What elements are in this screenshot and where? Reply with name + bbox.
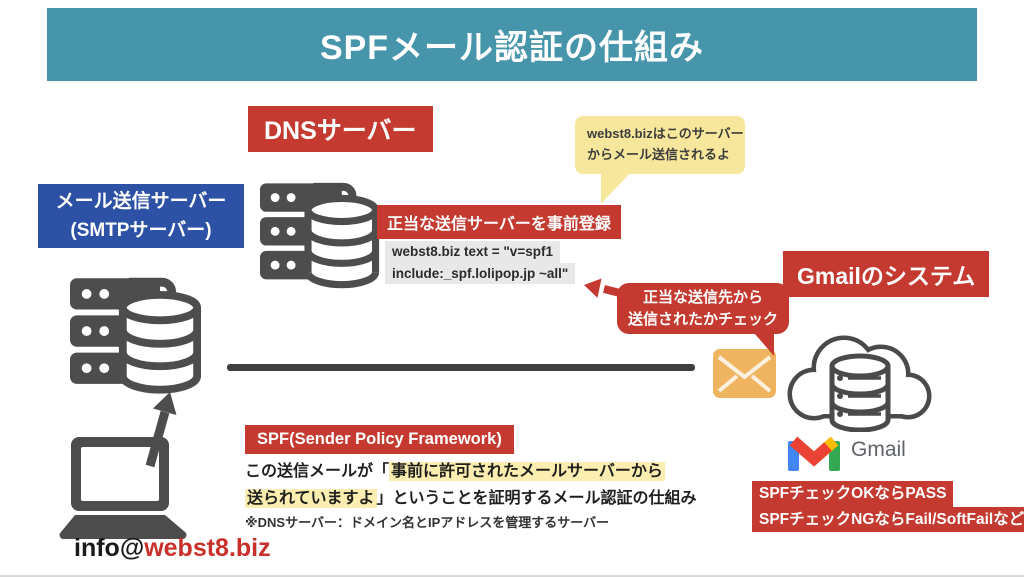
desc-plain-1: この送信メールが「 — [245, 463, 390, 480]
email-prefix: info@ — [74, 534, 145, 562]
smtp-server-database-icon — [70, 277, 202, 394]
dns-server-database-icon — [260, 182, 380, 289]
yellow-bubble-tail — [601, 172, 631, 204]
title-bar: SPFメール認証の仕組み — [47, 8, 977, 81]
spf-record-line2: include:_spf.lolipop.jp ~all" — [385, 262, 576, 284]
yellow-bubble-line2: からメール送信されるよ — [587, 147, 731, 162]
gmail-m-logo-icon — [788, 436, 840, 471]
spf-description-line1: この送信メールが「事前に許可されたメールサーバーから — [245, 458, 697, 485]
yellow-bubble-line1: webst8.bizはこのサーバー — [587, 126, 744, 142]
spf-description: この送信メールが「事前に許可されたメールサーバーから 送られていますよ」というこ… — [245, 458, 697, 512]
desc-highlight-1: 事前に許可されたメールサーバーから — [389, 462, 665, 481]
gmail-cloud-server-icon — [787, 335, 932, 432]
spf-note: ※DNSサーバー：ドメイン名とIPアドレスを管理するサーバー — [245, 515, 610, 530]
spf-result-line2: SPFチェックNGならFail/SoftFailなど — [752, 506, 1024, 532]
smtp-label-line2: (SMTPサーバー) — [70, 220, 212, 241]
mail-transport-line — [227, 364, 695, 371]
register-label: 正当な送信サーバーを事前登録 — [377, 205, 621, 239]
check-speech-bubble: 正当な送信先から 送信されたかチェック — [617, 283, 789, 334]
smtp-label-line1: メール送信サーバー — [55, 190, 227, 212]
gmail-system-label: Gmailのシステム — [783, 251, 990, 297]
spf-result-box: SPFチェックOKならPASS SPFチェックNGならFail/SoftFail… — [752, 481, 1024, 532]
envelope-icon — [713, 349, 776, 398]
yellow-speech-bubble: webst8.bizはこのサーバー からメール送信されるよ — [575, 116, 745, 174]
spf-description-line2: 送られていますよ」ということを証明するメール認証の仕組み — [245, 485, 697, 512]
desc-plain-2: 」ということを証明するメール認証の仕組み — [376, 490, 697, 508]
check-bubble-line2: 送信されたかチェック — [627, 310, 778, 328]
spf-record-box: webst8.biz text = "v=spf1 include:_spf.l… — [385, 241, 576, 284]
page-title: SPFメール認証の仕組み — [319, 29, 705, 67]
send-arrow-icon — [145, 392, 177, 468]
check-bubble-line1: 正当な送信先から — [642, 288, 763, 306]
desc-highlight-2: 送られていますよ — [245, 489, 377, 509]
gmail-logo-text: Gmail — [851, 438, 906, 461]
spf-result-line1: SPFチェックOKならPASS — [752, 481, 954, 507]
spf-title-label: SPF(Sender Policy Framework) — [245, 425, 514, 454]
check-bubble-tail — [748, 326, 774, 356]
laptop-icon — [59, 437, 187, 540]
email-domain: webst8.biz — [144, 534, 271, 562]
smtp-server-label: メール送信サーバー (SMTPサーバー) — [38, 184, 244, 248]
dns-server-label: DNSサーバー — [248, 106, 433, 152]
spf-record-line1: webst8.biz text = "v=spf1 — [385, 241, 560, 263]
sender-email: info@webst8.biz — [74, 534, 271, 563]
